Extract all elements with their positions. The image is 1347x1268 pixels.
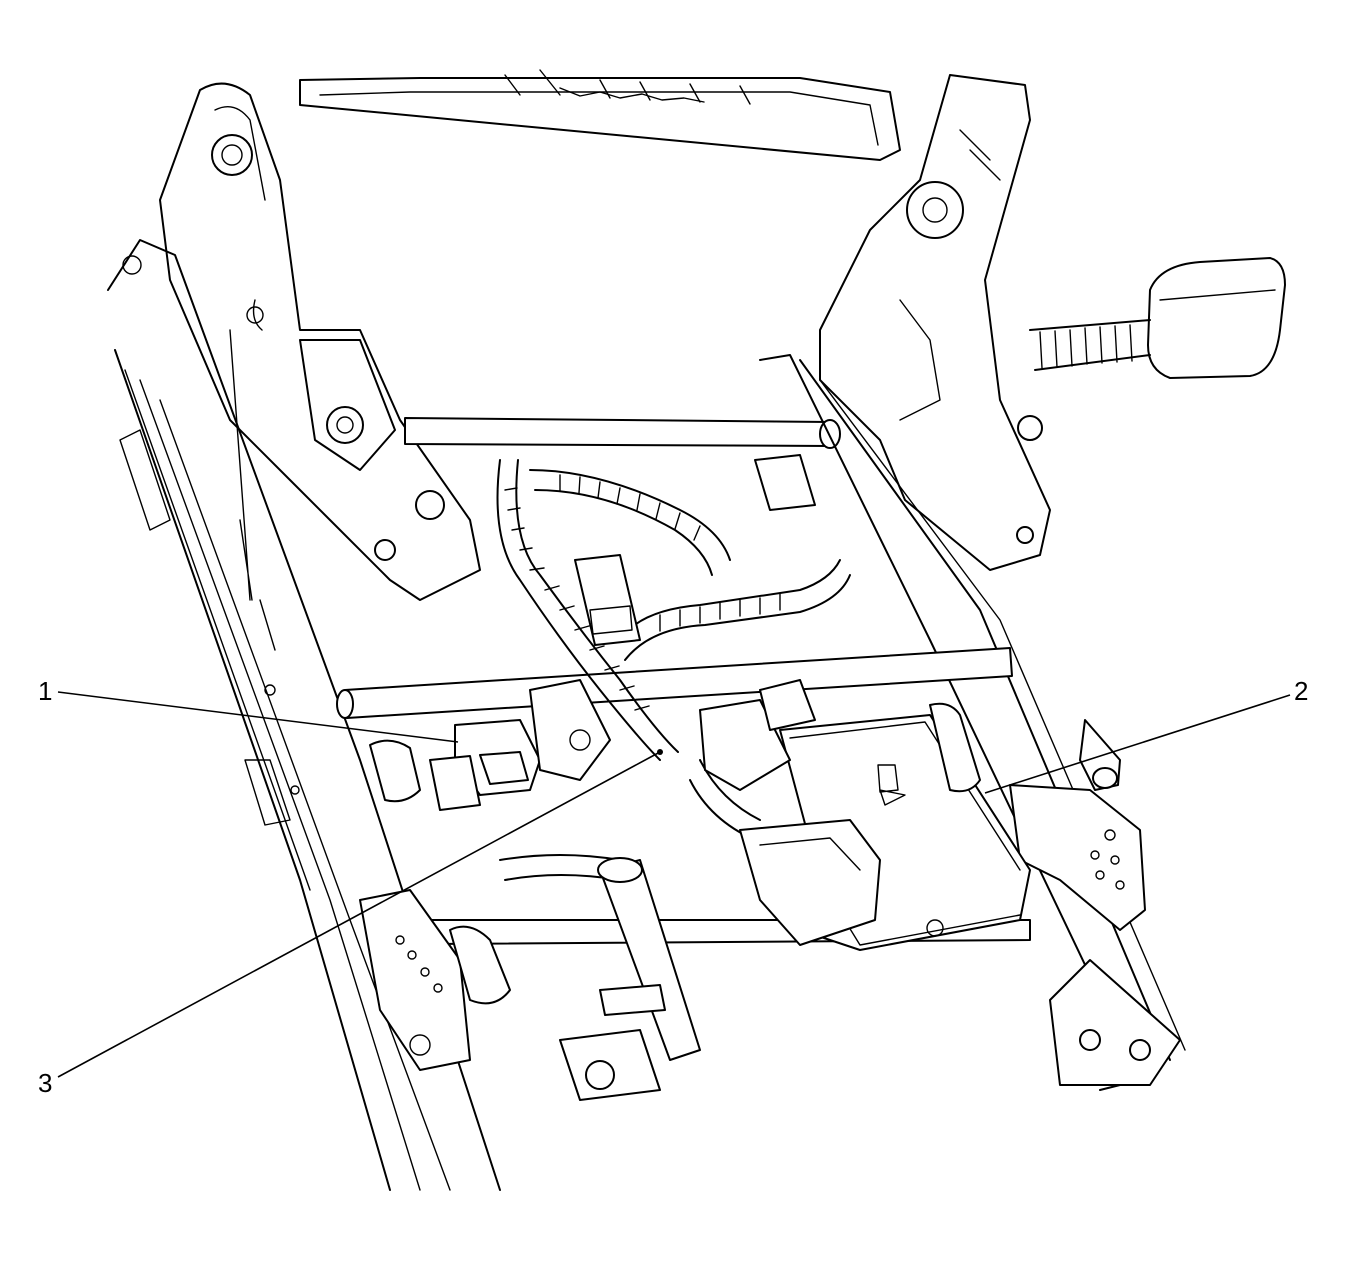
callout-1: 1 [38, 676, 459, 743]
upper-cushion-pan [299, 69, 901, 161]
callout-label-3: 3 [38, 1068, 52, 1098]
right-side-plate [1009, 719, 1146, 931]
front-center-bracket [739, 819, 881, 946]
right-seat-track [759, 354, 1186, 1091]
callout-3: 3 [38, 749, 663, 1098]
right-recliner-bracket [819, 74, 1051, 571]
callout-3-anchor-dot [657, 749, 663, 755]
upper-cross-tube [404, 417, 841, 449]
callout-label-1: 1 [38, 676, 52, 706]
left-recliner-bracket [159, 82, 481, 601]
front-left-mechanism [359, 857, 701, 1101]
callout-label-2: 2 [1294, 676, 1308, 706]
callout-2: 2 [984, 676, 1308, 794]
connector-cluster-center [574, 454, 816, 791]
connector-cluster-left [369, 679, 611, 811]
seat-belt-buckle [1029, 257, 1286, 379]
